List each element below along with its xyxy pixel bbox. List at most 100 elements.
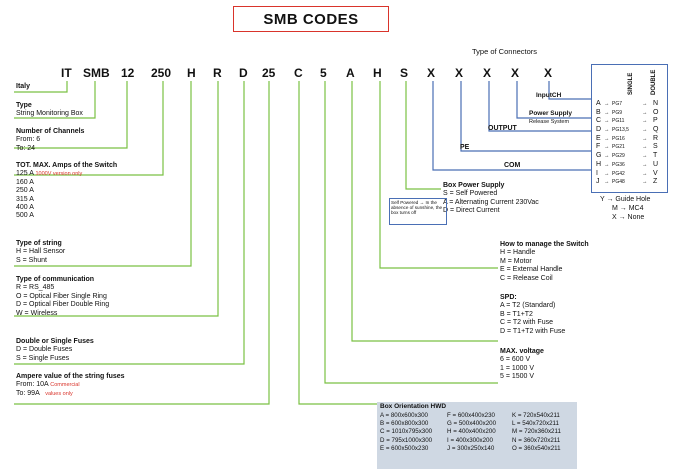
arrow-right-icon: → [642,144,648,151]
manage-heading: How to manage the Switch [500,241,589,248]
ampere-heading: Ampere value of the string fuses [16,373,125,380]
line-power [405,81,441,190]
connector-pg-size: PG29 [612,153,625,160]
line-orientation [298,81,378,405]
channels-to: To: 24 [16,144,36,152]
line-italy [14,81,68,93]
italy-label: Italy [16,83,31,90]
ampere-from-line: From: 10A Commercial [16,381,125,389]
connector-double-code: R [653,134,659,142]
comm-rs485: R = RS_485 [16,284,55,292]
box-power-ac: A = Alternating Current 230Vac [443,198,539,206]
ampere-to: To: 99A [16,389,40,397]
ampere-from: From: 10A [16,381,49,389]
orientation-col-2: F = 600x400x230 G = 500x400x200 H = 400x… [447,412,496,453]
connector-double-code: U [653,160,659,168]
arrow-right-icon: → [642,109,648,116]
amps-section: TOT. MAX. Amps of the Switch 125 A 1000V… [16,162,117,221]
code-fuses: D [239,66,248,80]
orientation-heading: Box Orientation HWD [380,403,447,410]
type-section: Type String Monitoring Box [16,102,83,119]
maxv-section: MAX. voltage 6 = 600 V 1 = 1000 V 5 = 15… [500,348,544,382]
orientation-j: J = 300x250x140 [447,444,495,452]
connector-row: E→PG16→R [596,135,664,144]
orientation-col-3: K = 720x540x211 L = 540x720x211 M = 720x… [512,412,561,453]
connector-single-code: I [596,169,598,177]
connector-single-code: G [596,152,602,160]
code-pe: X [455,66,464,80]
connector-pg-size: PG48 [612,179,625,186]
comm-heading: Type of communication [16,276,95,283]
type-of-connectors-label: Type of Connectors [472,47,538,56]
orientation-d: D = 795x1000x300 [380,436,433,444]
arrow-right-icon: → [604,127,610,134]
line-output [488,81,591,132]
code-power: S [400,66,409,80]
line-string [14,81,192,267]
type-heading: Type [16,102,32,109]
code-inputch: X [544,66,553,80]
manage-motor: M = Motor [500,257,532,265]
orientation-m: M = 720x360x211 [512,428,561,436]
code-amps: 250 [151,66,172,80]
extra-guide-hole: Y → Guide Hole [600,196,651,203]
ampere-to-line: To: 99A values only [16,390,125,398]
string-hall: H = Hall Sensor [16,248,66,256]
code-com: X [427,66,436,80]
orientation-b: B = 600x800x300 [380,420,429,428]
arrow-right-icon: → [642,153,648,160]
connector-single-code: C [596,117,602,125]
amps-250: 250 A [16,187,34,195]
spd-section: SPD: A = T2 (Standard) B = T1+T2 C = T2 … [500,294,565,336]
string-heading: Type of string [16,240,62,247]
amps-125: 125 A [16,170,34,178]
connector-pg-size: PG13,5 [612,127,629,134]
channels-section: Number of Channels From: 6 To: 24 [16,128,84,153]
amps-400: 400 A [16,204,34,212]
extra-none: X → None [612,214,645,221]
self-powered-note: Self Powered → In the absence of sunshin… [389,198,447,225]
arrow-right-icon: → [604,161,610,168]
ampere-section: Ampere value of the string fuses From: 1… [16,373,125,398]
comm-wireless: W = Wireless [16,309,58,317]
amps-125-note: 1000V version only [35,171,83,178]
connector-pg-size: PG36 [612,161,625,168]
maxv-1500: 5 = 1500 V [500,373,535,381]
connector-row: I→PG42→V [596,170,664,179]
line-spd [351,81,498,342]
code-comm: R [213,66,222,80]
connector-box: SINGLE DOUBLE [591,64,668,193]
connector-row: H→PG36→U [596,161,664,170]
connector-double-code: S [653,143,658,151]
manage-section: How to manage the Switch H = Handle M = … [500,241,589,283]
line-com [432,81,591,171]
line-ampere [14,81,270,405]
orientation-c: C = 1010x795x300 [380,428,433,436]
orientation-e: E = 600x500x230 [380,444,429,452]
connector-single-code: J [596,178,600,186]
maxv-heading: MAX. voltage [500,348,544,355]
comm-section: Type of communication R = RS_485 O = Opt… [16,276,109,318]
line-amps [14,81,164,176]
manage-external: E = External Handle [500,266,563,274]
connector-single-code: D [596,126,602,134]
arrow-right-icon: → [604,144,610,151]
connector-double-code: Q [653,126,659,134]
ampere-from-note: Commercial [50,382,80,389]
output-label: OUTPUT [488,125,517,132]
fuses-single: S = Single Fuses [16,354,70,362]
code-string: H [187,66,196,80]
spd-c: C = T2 with Fuse [500,319,553,327]
code-voltage: 5 [320,66,327,80]
connector-pg-size: PG9 [612,109,623,116]
single-label: SINGLE [628,72,634,95]
orientation-col-1: A = 800x600x300 B = 600x800x300 C = 1010… [380,412,432,453]
code-it: IT [61,66,72,80]
box-power-heading: Box Power Supply [443,182,505,189]
connector-double-code: O [653,108,659,116]
line-manage [379,81,498,269]
amps-heading: TOT. MAX. Amps of the Switch [16,162,118,169]
spd-d: D = T1+T2 with Fuse [500,327,566,335]
comm-single-ring: O = Optical Fiber Single Ring [16,292,107,300]
connector-double-code: T [653,152,658,160]
